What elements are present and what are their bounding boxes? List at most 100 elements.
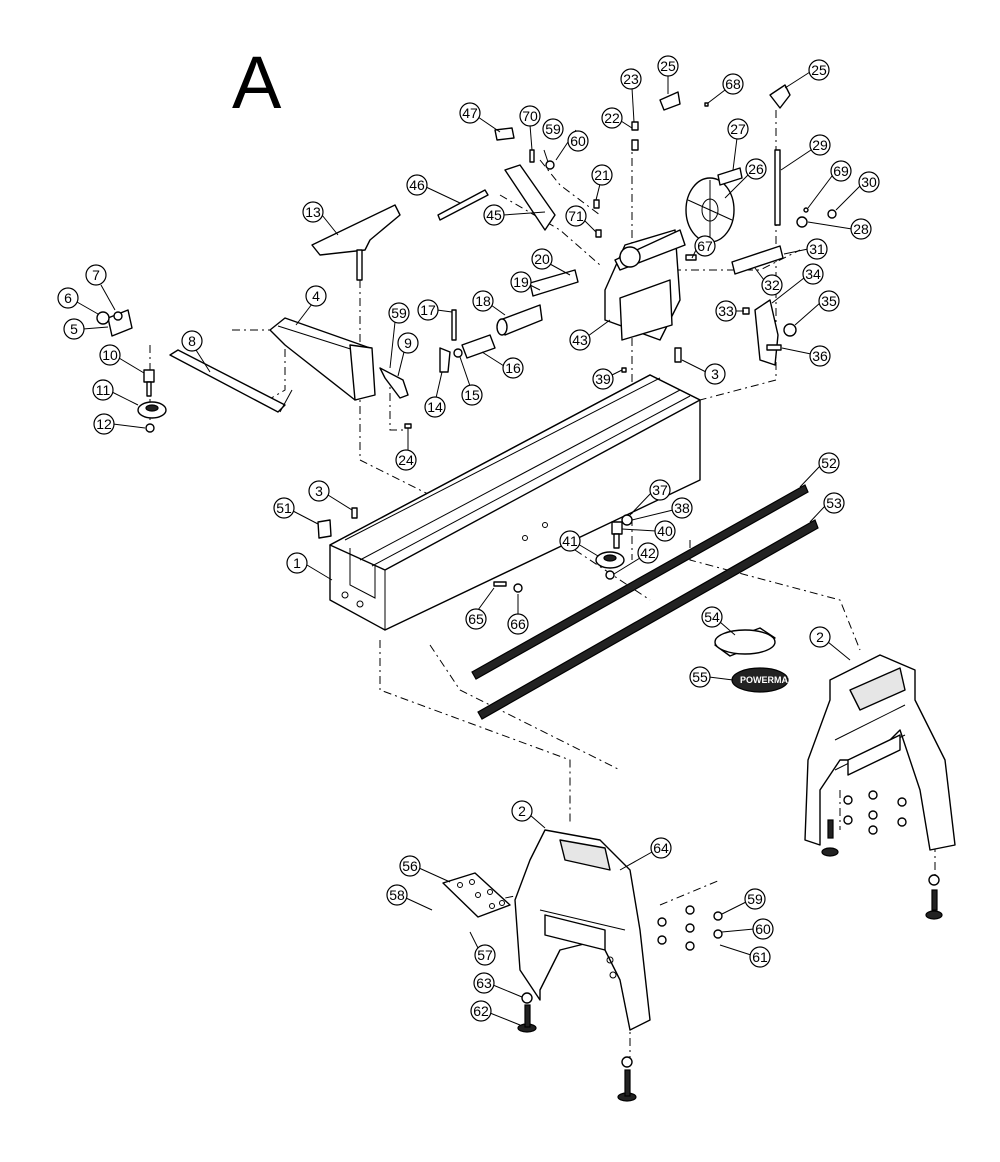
callout-67: 67	[691, 235, 716, 259]
svg-text:71: 71	[568, 208, 584, 224]
callout-8: 8	[181, 330, 211, 373]
callout-7: 7	[85, 264, 116, 311]
mounting-plate	[442, 872, 511, 918]
callout-29: 29	[780, 134, 831, 171]
quill-lock-assembly	[437, 91, 709, 261]
callout-15: 15	[459, 356, 483, 406]
callout-14: 14	[424, 371, 446, 418]
callout-70: 70	[519, 105, 541, 151]
callout-71: 71	[565, 205, 597, 233]
left-small-parts	[96, 309, 167, 433]
svg-text:14: 14	[427, 399, 443, 415]
callout-2: 2	[809, 626, 851, 661]
callout-54: 54	[701, 606, 736, 636]
section-letter: A	[232, 41, 282, 124]
callout-60: 60	[721, 918, 774, 940]
svg-text:10: 10	[102, 347, 118, 363]
svg-text:19: 19	[513, 274, 529, 290]
svg-text:40: 40	[657, 523, 673, 539]
svg-text:26: 26	[748, 161, 764, 177]
callout-35: 35	[794, 290, 840, 326]
svg-text:31: 31	[809, 241, 825, 257]
callout-30: 30	[835, 171, 880, 211]
callout-6: 6	[57, 287, 99, 315]
svg-text:61: 61	[752, 949, 768, 965]
svg-text:13: 13	[305, 204, 321, 220]
callout-23: 23	[620, 68, 642, 123]
svg-text:16: 16	[505, 360, 521, 376]
part-callouts: 1 2 2 3 3 4 5 6 7 8 9 10 11 12 13 14 15 …	[57, 55, 880, 1026]
svg-text:54: 54	[704, 609, 720, 625]
callout-62: 62	[470, 1000, 521, 1026]
callout-60: 60	[555, 129, 589, 161]
callout-34: 34	[771, 263, 824, 304]
svg-text:58: 58	[389, 887, 405, 903]
tailstock-assembly	[439, 229, 686, 373]
svg-text:4: 4	[312, 288, 320, 304]
callout-32: 32	[754, 267, 783, 296]
svg-text:69: 69	[833, 163, 849, 179]
svg-text:59: 59	[545, 121, 561, 137]
svg-text:56: 56	[402, 858, 418, 874]
svg-text:64: 64	[653, 840, 669, 856]
callout-11: 11	[92, 379, 139, 406]
svg-text:33: 33	[718, 303, 734, 319]
svg-text:12: 12	[96, 416, 112, 432]
callout-25: 25	[784, 59, 830, 89]
callout-33: 33	[715, 300, 744, 322]
svg-text:7: 7	[92, 267, 100, 283]
svg-text:35: 35	[821, 293, 837, 309]
svg-text:60: 60	[570, 133, 586, 149]
callout-63: 63	[473, 972, 523, 998]
svg-text:29: 29	[812, 137, 828, 153]
callout-16: 16	[481, 351, 524, 379]
svg-text:1: 1	[293, 555, 301, 571]
callout-37: 37	[629, 479, 671, 516]
callout-65: 65	[465, 587, 495, 630]
svg-text:5: 5	[70, 321, 78, 337]
svg-text:41: 41	[562, 533, 578, 549]
callout-28: 28	[807, 218, 872, 240]
callout-64: 64	[619, 837, 672, 871]
svg-text:28: 28	[853, 221, 869, 237]
callout-5: 5	[63, 318, 109, 340]
callout-47: 47	[459, 102, 501, 133]
svg-text:25: 25	[660, 58, 676, 74]
callout-13: 13	[302, 201, 339, 236]
callout-61: 61	[719, 944, 771, 968]
callout-46: 46	[406, 174, 461, 204]
svg-text:32: 32	[764, 277, 780, 293]
callout-43: 43	[569, 319, 611, 351]
callout-68: 68	[707, 73, 744, 104]
lathe-bed	[329, 374, 701, 631]
tailstock-guard	[742, 299, 797, 366]
svg-text:20: 20	[534, 251, 550, 267]
callout-59: 59	[542, 118, 564, 163]
svg-text:62: 62	[473, 1003, 489, 1019]
svg-text:59: 59	[747, 891, 763, 907]
svg-text:22: 22	[604, 110, 620, 126]
svg-text:42: 42	[640, 545, 656, 561]
callout-39: 39	[592, 368, 623, 390]
svg-text:25: 25	[811, 62, 827, 78]
svg-text:51: 51	[276, 500, 292, 516]
callout-17: 17	[417, 299, 453, 321]
callout-20: 20	[531, 248, 571, 276]
svg-text:24: 24	[398, 452, 414, 468]
svg-text:45: 45	[486, 207, 502, 223]
callout-1: 1	[286, 552, 333, 581]
callout-3: 3	[681, 359, 726, 385]
svg-text:37: 37	[652, 482, 668, 498]
callout-42: 42	[613, 542, 659, 575]
svg-text:47: 47	[462, 105, 478, 121]
svg-text:8: 8	[188, 333, 196, 349]
callout-51: 51	[273, 497, 319, 525]
callout-36: 36	[781, 345, 831, 367]
left-leg-hardware	[657, 905, 723, 951]
svg-text:60: 60	[755, 921, 771, 937]
callout-19: 19	[510, 271, 541, 293]
svg-text:34: 34	[805, 266, 821, 282]
callout-2: 2	[511, 800, 546, 829]
callout-10: 10	[99, 344, 145, 374]
